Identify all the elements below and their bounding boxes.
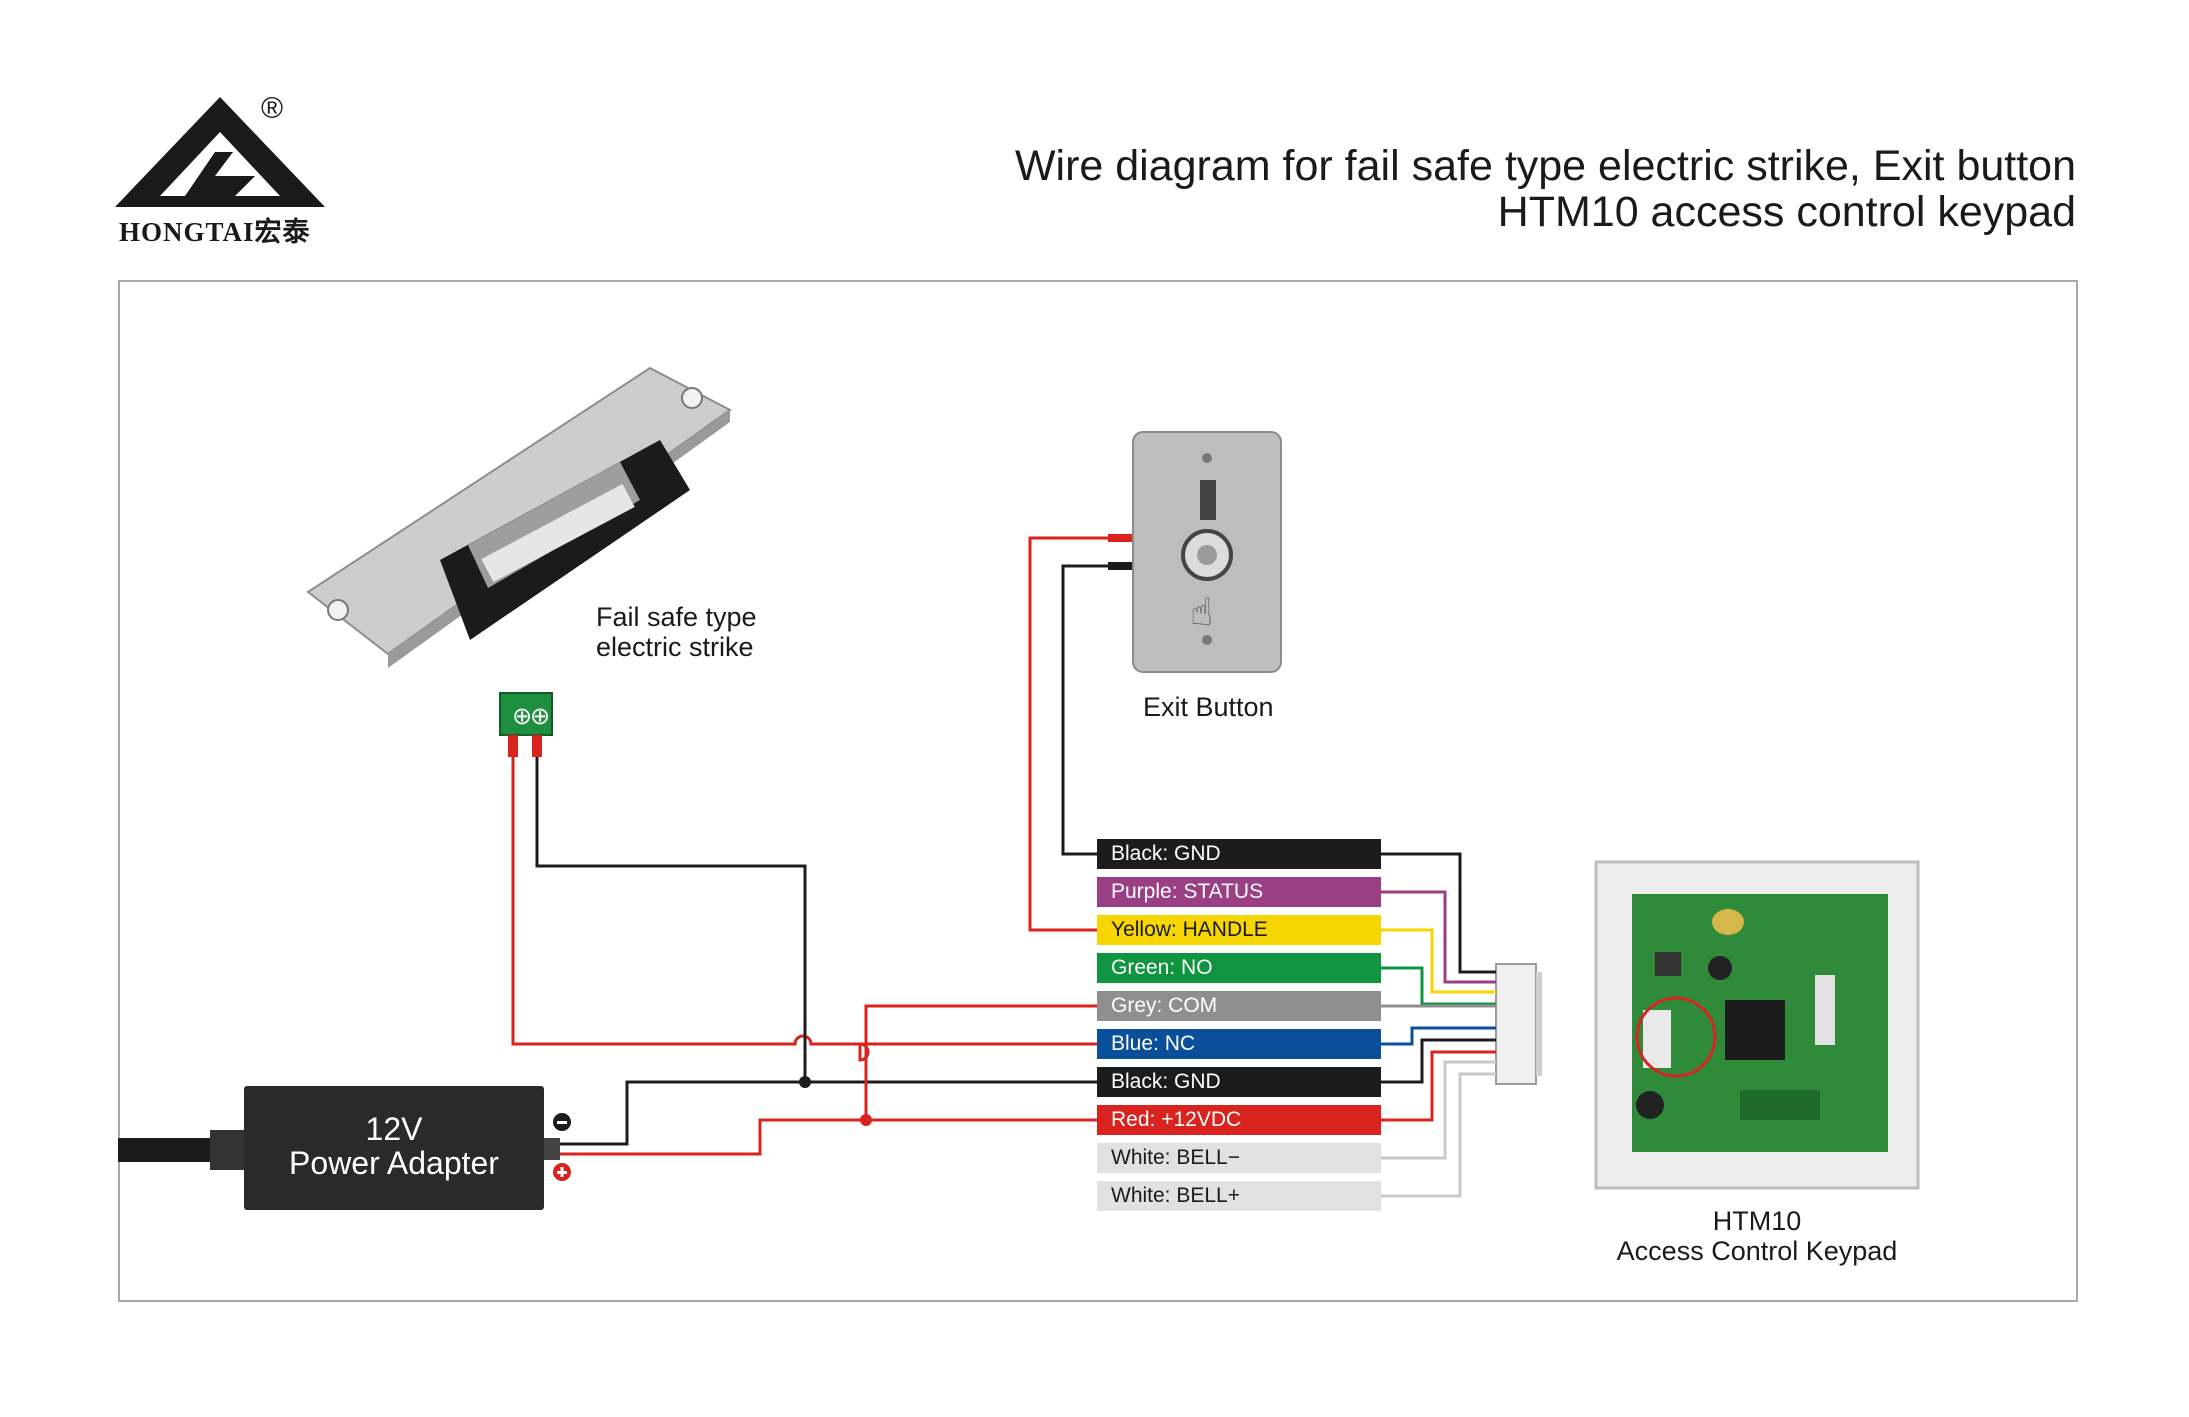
exit-button-label: Exit Button <box>1143 692 1274 722</box>
connector-wires <box>1381 852 1496 1198</box>
hongtai-logo: ® HONGTAI宏泰 <box>115 92 335 247</box>
svg-text:⊕: ⊕ <box>512 702 532 730</box>
wire-bar-red-12vdc: Red: +12VDC <box>1097 1105 1381 1135</box>
svg-text:⊕: ⊕ <box>530 702 550 730</box>
wire-bar-blue-nc: Blue: NC <box>1097 1029 1381 1059</box>
brand-name: HONGTAI宏泰 <box>119 217 311 247</box>
junction-dot <box>799 1076 811 1088</box>
adapter-voltage: 12V <box>365 1111 423 1147</box>
strike-black-wire <box>535 757 807 1082</box>
keypad-label: HTM10 Access Control Keypad <box>1604 1206 1910 1266</box>
power-adapter: 12V Power Adapter <box>244 1086 544 1210</box>
electric-strike-image <box>306 366 732 668</box>
adapter-strain-relief <box>210 1130 244 1170</box>
exit-button-red-wire <box>1028 536 1108 932</box>
wire-bar-black-gnd: Black: GND <box>1097 839 1381 869</box>
exit-button-black-wire <box>1061 564 1108 856</box>
wire-bar-white-bell-plus: White: BELL+ <box>1097 1181 1381 1211</box>
logo-triangle-icon <box>115 97 325 207</box>
adapter-negative-wire <box>560 1080 1097 1146</box>
keypad-label-line-2: Access Control Keypad <box>1616 1236 1898 1266</box>
wire-bar-grey-com: Grey: COM <box>1097 991 1381 1021</box>
strike-label-line-2: electric strike <box>596 632 754 662</box>
htm10-keypad-image <box>1594 860 1920 1190</box>
wire-bar-green-no: Green: NO <box>1097 953 1381 983</box>
keypad-label-line-1: HTM10 <box>1712 1206 1802 1236</box>
title-line-2: HTM10 access control keypad <box>1497 188 2076 236</box>
exit-button-image: ☝ <box>1108 431 1282 673</box>
adapter-label: Power Adapter <box>289 1145 499 1181</box>
wire-bar-yellow-handle: Yellow: HANDLE <box>1097 915 1381 945</box>
registered-mark: ® <box>261 92 284 125</box>
svg-text:☝: ☝ <box>1190 590 1213 634</box>
strike-label: Fail safe type electric strike <box>596 602 757 662</box>
wire-bar-white-bell-minus: White: BELL− <box>1097 1143 1381 1173</box>
adapter-positive-wire <box>560 1118 1097 1156</box>
diagram-panel <box>118 280 2078 1302</box>
adapter-plug <box>544 1138 560 1160</box>
page-title: Wire diagram for fail safe type electric… <box>1015 143 2076 235</box>
wire-bar-black-gnd-2: Black: GND <box>1097 1067 1381 1097</box>
com-link-wire <box>864 1004 1097 1120</box>
strike-terminal-block: ⊕ ⊕ <box>499 692 553 757</box>
strike-label-line-1: Fail safe type <box>596 602 757 632</box>
junction-dot <box>860 1114 872 1126</box>
keypad-connector <box>1495 963 1542 1085</box>
wire-bar-purple-status: Purple: STATUS <box>1097 877 1381 907</box>
title-line-1: Wire diagram for fail safe type electric… <box>1014 142 2076 190</box>
